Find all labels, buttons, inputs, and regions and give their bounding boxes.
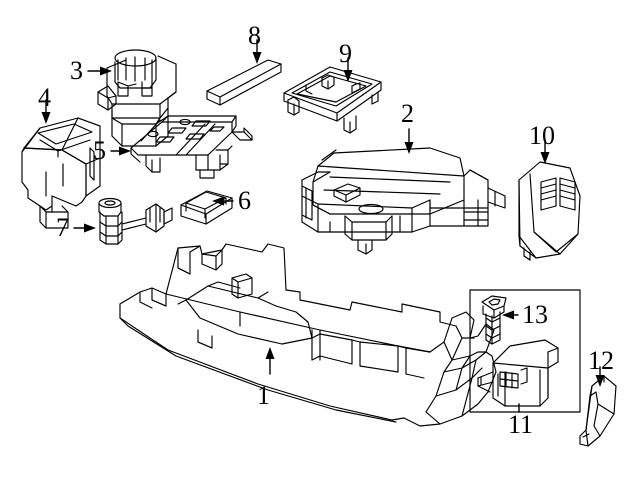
callout-label-2[interactable]: 2 — [401, 99, 414, 128]
callout-label-12[interactable]: 12 — [588, 346, 614, 375]
part-10-vent-trim — [518, 161, 581, 261]
callout-label-13[interactable]: 13 — [522, 300, 548, 329]
part-5-mounting-bracket — [130, 115, 253, 179]
callout-leaders — [41, 39, 605, 413]
part-11-group-box — [469, 289, 581, 413]
part-12-side-trim — [579, 375, 617, 447]
callout-label-6[interactable]: 6 — [238, 186, 251, 215]
part-3-rotary-switch — [97, 49, 177, 147]
callout-label-3[interactable]: 3 — [70, 56, 83, 85]
callout-label-9[interactable]: 9 — [339, 39, 352, 68]
part-2-armrest-assembly — [301, 147, 506, 255]
callout-label-5[interactable]: 5 — [93, 136, 106, 165]
part-7-power-socket — [98, 197, 173, 245]
callout-label-10[interactable]: 10 — [529, 121, 555, 150]
callout-label-7[interactable]: 7 — [56, 213, 69, 242]
part-9-bezel-frame — [283, 66, 382, 134]
callout-label-4[interactable]: 4 — [38, 83, 51, 112]
callout-label-8[interactable]: 8 — [248, 21, 261, 50]
part-8-trim-strip — [206, 59, 282, 106]
part-4-control-module — [21, 117, 101, 229]
callout-label-1[interactable]: 1 — [257, 381, 270, 410]
callout-label-11[interactable]: 11 — [508, 410, 534, 439]
part-11-rear-compartment — [477, 339, 559, 407]
part-13-fastener — [481, 295, 507, 345]
part-1-console-body — [119, 243, 497, 427]
